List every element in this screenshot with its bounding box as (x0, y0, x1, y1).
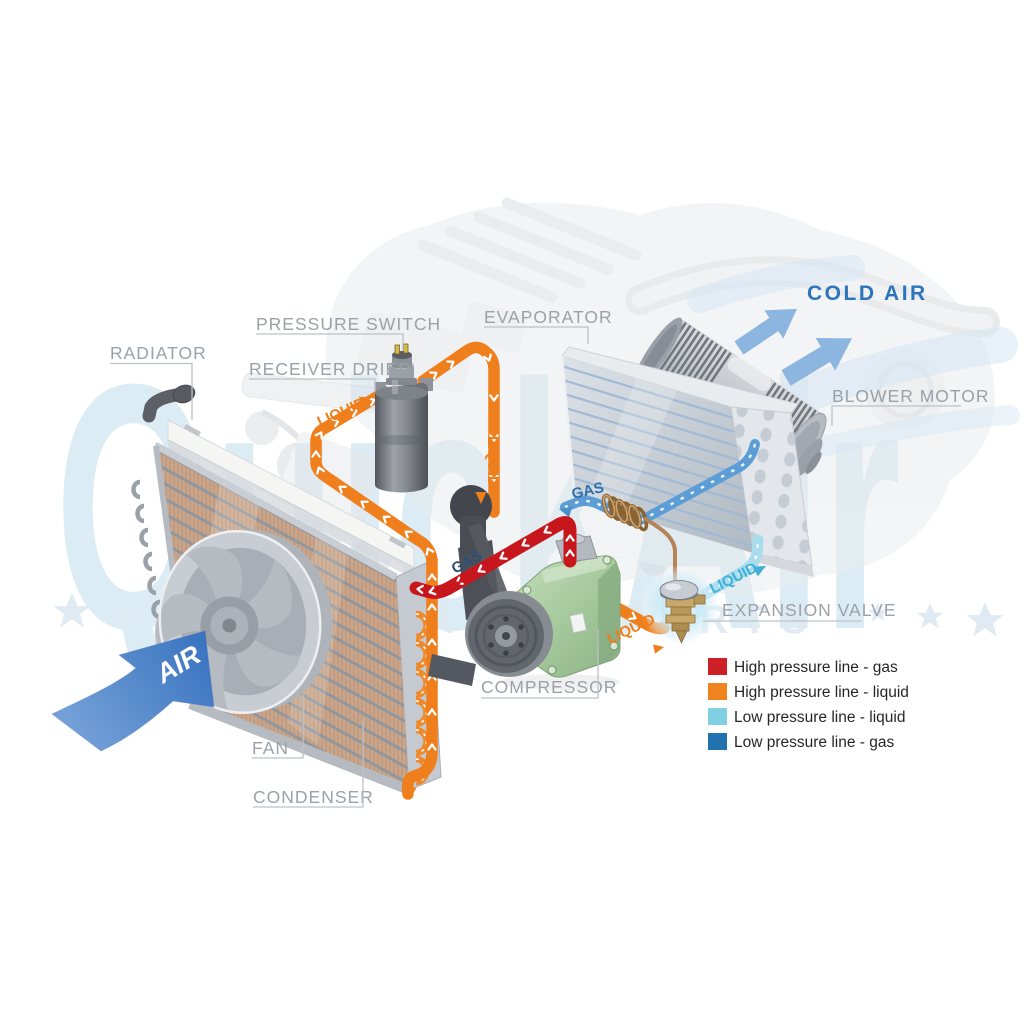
legend-label-low-liquid: Low pressure line - liquid (734, 709, 905, 726)
label-evaporator: EVAPORATOR (484, 307, 613, 327)
label-pressure-switch: PRESSURE SWITCH (256, 314, 441, 334)
label-compressor: COMPRESSOR (481, 677, 617, 697)
expansion-valve (640, 565, 722, 647)
cold-air-arrows (734, 308, 853, 386)
valve-body (665, 594, 706, 644)
label-blower-motor: BLOWER MOTOR (832, 386, 990, 406)
compressor-bolts (522, 555, 619, 675)
compressor-label-sticker (569, 612, 587, 634)
low-pressure-liquid-line (693, 534, 764, 604)
label-expansion-valve: EXPANSION VALVE (722, 600, 897, 620)
legend-label-low-gas: Low pressure line - gas (734, 734, 894, 751)
legend-label-high-liquid: High pressure line - liquid (734, 684, 909, 701)
label-receiver-drier: RECEIVER DRIER (249, 359, 412, 379)
capillary-tube (642, 516, 677, 581)
legend-swatch-high-liquid (708, 683, 727, 700)
legend: High pressure line - gas High pressure l… (708, 658, 909, 751)
low-pressure-gas-line (557, 439, 760, 581)
component-labels: RADIATOR PRESSURE SWITCH RECEIVER DRIER … (110, 307, 990, 808)
cold-air: COLD AIR (734, 282, 928, 386)
flow-label-gas-low: GAS (570, 479, 606, 503)
cold-air-text: COLD AIR (807, 282, 928, 305)
flow-label-liquid-down: LIQUID (484, 436, 501, 487)
legend-swatch-low-gas (708, 733, 727, 750)
legend-swatch-high-gas (708, 658, 727, 675)
legend-label-high-gas: High pressure line - gas (734, 659, 898, 676)
label-condenser: CONDENSER (253, 787, 374, 807)
label-radiator: RADIATOR (110, 343, 207, 363)
radiator (142, 384, 415, 579)
air-arrow: AIR (51, 630, 215, 752)
high-pressure-gas-line (409, 516, 577, 599)
sensing-coil (601, 493, 649, 532)
label-fan: FAN (252, 738, 289, 758)
pressure-switch (392, 343, 412, 368)
compressor-pulley (465, 591, 553, 677)
legend-swatch-low-liquid (708, 708, 727, 725)
receiver-drier (375, 343, 433, 493)
